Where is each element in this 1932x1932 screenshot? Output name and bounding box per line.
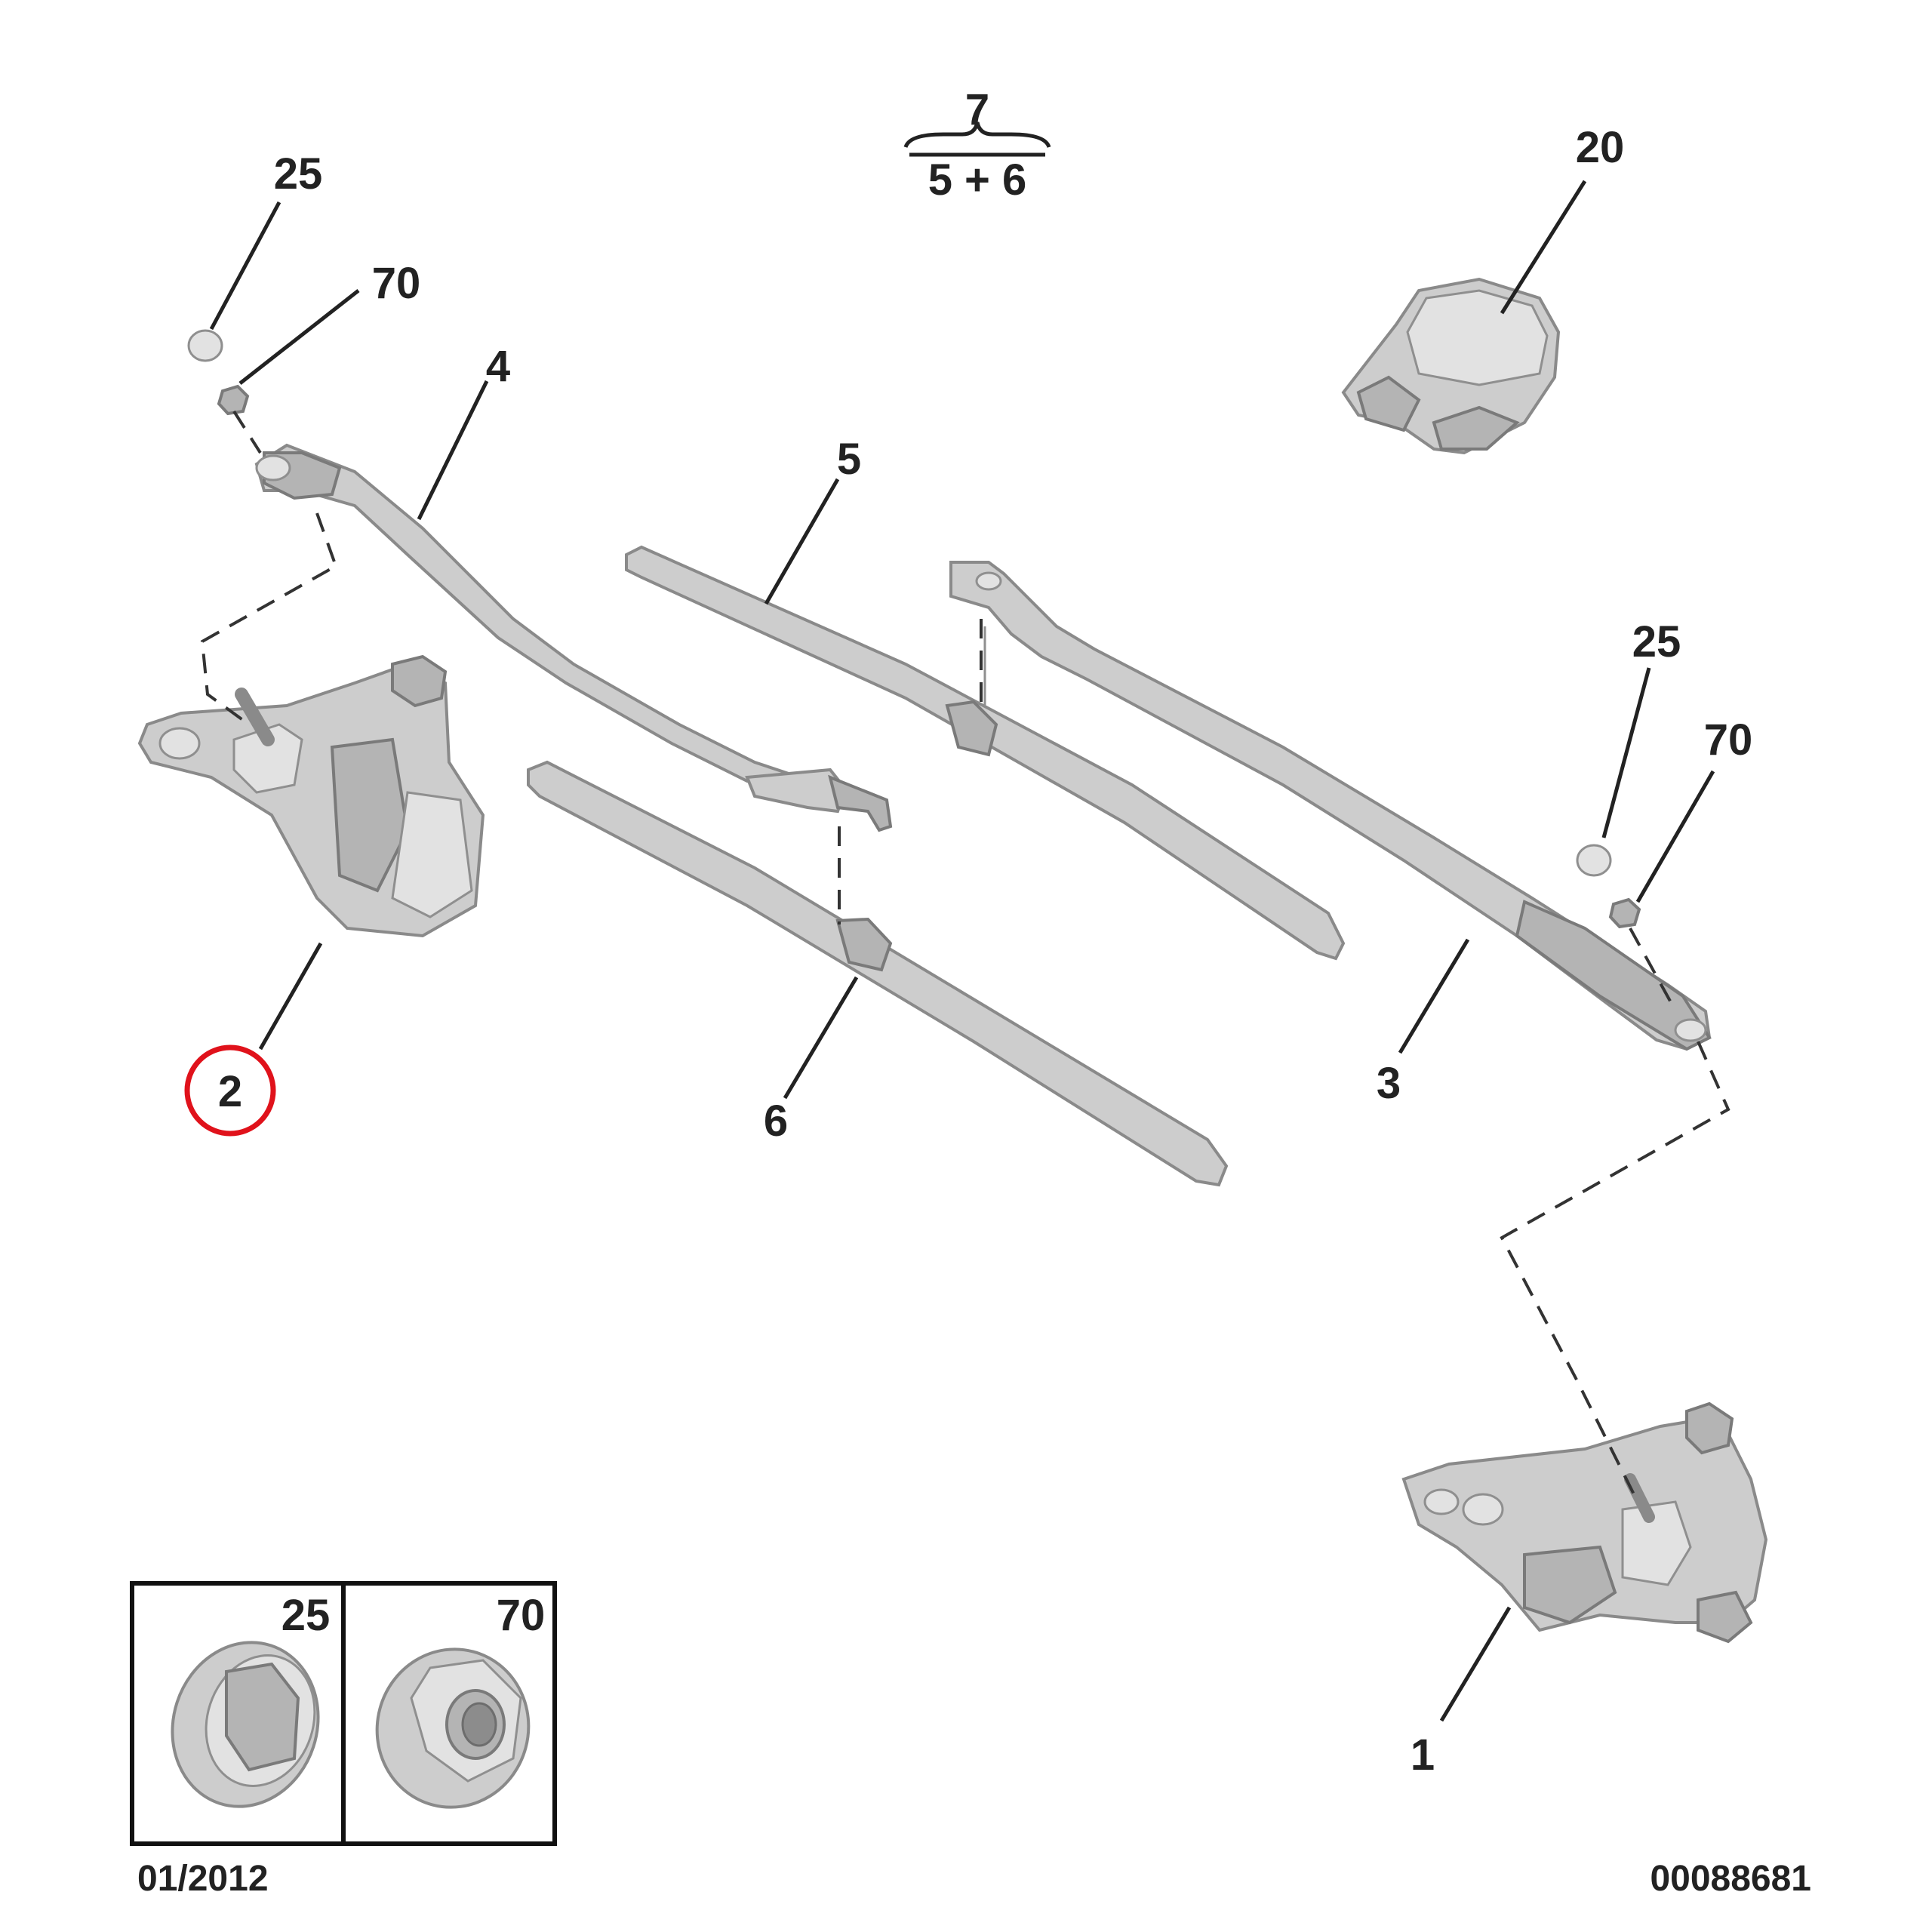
assembly-line-right (1500, 1041, 1730, 1503)
inset-label-70: 70 (497, 1591, 546, 1640)
leader-3 (1398, 938, 1470, 1054)
callout-70-left: 70 (372, 259, 421, 308)
part-70-nut-left (217, 384, 250, 416)
part-5-upper-wiper-blade (625, 545, 1346, 961)
inset-cap-25-illustration (171, 1641, 320, 1808)
callout-5: 5 (837, 435, 861, 484)
callout-5-plus-6: 5 + 6 (928, 155, 1027, 205)
part-6-lower-wiper-blade (527, 760, 1229, 1187)
leader-6 (783, 976, 859, 1100)
inset-label-25: 25 (281, 1591, 331, 1640)
leader-70-right (1635, 770, 1715, 903)
leader-25-left (209, 201, 281, 331)
part-1-right-wiper-pivot (1401, 1401, 1768, 1644)
part-2-left-wiper-pivot (137, 654, 485, 938)
callout-6: 6 (764, 1097, 788, 1146)
leader-5 (764, 478, 840, 605)
part-25-cap-right (1576, 844, 1612, 877)
callout-2: 2 (218, 1067, 242, 1116)
inset-nut-70-illustration (375, 1647, 531, 1809)
callout-20: 20 (1576, 123, 1625, 172)
footer-diagram-number: 00088681 (1650, 1859, 1811, 1899)
brace-7 (903, 122, 1051, 149)
part-3-right-wiper-arm (949, 561, 1712, 1051)
callout-25-right: 25 (1632, 617, 1681, 666)
leader-2 (258, 942, 323, 1051)
highlight-circle-2 (184, 1044, 276, 1137)
callout-25-left: 25 (274, 149, 323, 198)
leader-25-right (1601, 667, 1651, 838)
assembly-line-left (200, 512, 338, 726)
inset-box: 25 70 (130, 1581, 557, 1846)
callout-3: 3 (1377, 1059, 1401, 1108)
callout-7: 7 (965, 85, 989, 134)
footer-date: 01/2012 (137, 1859, 269, 1899)
leader-1 (1439, 1606, 1512, 1722)
callout-1: 1 (1411, 1730, 1435, 1780)
assembly-line-nut-right (1629, 928, 1673, 1004)
part-4-left-wiper-arm (254, 443, 893, 832)
leader-20 (1500, 180, 1587, 315)
assembly-line-nut-left (232, 410, 262, 454)
part-20-module (1341, 277, 1561, 455)
part-25-cap-left (187, 329, 223, 362)
leader-4 (417, 380, 489, 521)
callout-70-right: 70 (1704, 715, 1753, 764)
part-70-nut-right (1608, 897, 1641, 929)
callout-4: 4 (486, 342, 510, 391)
leader-70-left (238, 289, 360, 385)
